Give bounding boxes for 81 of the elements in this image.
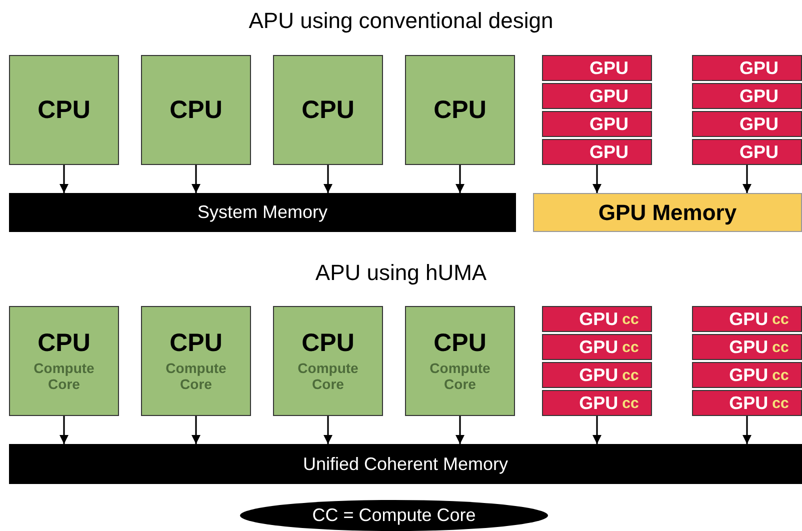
arrow	[60, 416, 68, 444]
node-label: GPU	[589, 115, 628, 133]
memory-bar	[533, 193, 802, 232]
node-label: CPU	[170, 98, 222, 122]
arrow	[742, 416, 752, 444]
node-sublabel: cc	[772, 340, 789, 354]
node-label: CPU	[302, 98, 354, 122]
gpu-box	[692, 55, 802, 81]
gpu-box	[692, 139, 802, 165]
cpu-box	[273, 306, 383, 416]
memory-bar	[9, 444, 802, 484]
gpu-box	[692, 390, 802, 416]
arrow	[192, 416, 200, 444]
arrow	[60, 165, 68, 193]
memory-bar	[9, 193, 516, 232]
node-label: CC = Compute Core	[312, 504, 476, 527]
gpu-box	[542, 306, 652, 332]
section-heading: APU using conventional design	[248, 7, 554, 35]
cpu-box	[405, 306, 515, 416]
node-label: CPU	[38, 98, 90, 122]
node-label: GPU	[729, 366, 768, 384]
node-label: CPU	[38, 330, 90, 356]
node-label: GPU Memory	[598, 199, 737, 227]
arrow	[192, 165, 200, 193]
cpu-box	[9, 55, 119, 165]
gpu-box	[542, 334, 652, 360]
gpu-box	[692, 334, 802, 360]
gpu-box	[542, 390, 652, 416]
node-sublabel: Compute Core	[296, 360, 360, 392]
node-label: GPU	[589, 143, 628, 161]
node-sublabel: cc	[622, 368, 639, 382]
node-sublabel: cc	[622, 312, 639, 326]
node-sublabel: cc	[622, 396, 639, 410]
cpu-box	[141, 306, 251, 416]
cpu-box	[141, 55, 251, 165]
gpu-box	[692, 83, 802, 109]
arrow	[742, 165, 752, 193]
node-label: GPU	[589, 87, 628, 105]
arrow	[592, 165, 602, 193]
gpu-box	[542, 111, 652, 137]
node-label: GPU	[739, 87, 778, 105]
node-sublabel: Compute Core	[164, 360, 228, 392]
node-label: GPU	[579, 394, 618, 412]
node-sublabel: cc	[622, 340, 639, 354]
cpu-box	[405, 55, 515, 165]
node-label: GPU	[729, 338, 768, 356]
node-label: CPU	[170, 330, 222, 356]
cpu-box	[273, 55, 383, 165]
node-label: CPU	[434, 98, 486, 122]
node-label: CPU	[302, 330, 354, 356]
node-label: GPU	[579, 310, 618, 328]
node-label: GPU	[739, 59, 778, 77]
arrow	[592, 416, 602, 444]
node-label: GPU	[739, 115, 778, 133]
node-sublabel: Compute Core	[428, 360, 492, 392]
node-label: GPU	[729, 394, 768, 412]
node-label: Unified Coherent Memory	[302, 452, 508, 476]
gpu-box	[542, 139, 652, 165]
arrow	[324, 416, 332, 444]
arrow	[324, 165, 332, 193]
node-sublabel: cc	[772, 368, 789, 382]
gpu-box	[692, 111, 802, 137]
gpu-box	[692, 362, 802, 388]
gpu-box	[542, 362, 652, 388]
node-label: GPU	[589, 59, 628, 77]
node-label: GPU	[739, 143, 778, 161]
gpu-box	[692, 306, 802, 332]
node-label: GPU	[729, 310, 768, 328]
node-label: CPU	[434, 330, 486, 356]
section-heading: APU using hUMA	[315, 259, 487, 287]
arrow	[456, 416, 464, 444]
node-sublabel: cc	[772, 396, 789, 410]
node-sublabel: Compute Core	[32, 360, 96, 392]
gpu-box	[542, 55, 652, 81]
node-label: GPU	[579, 366, 618, 384]
node-label: GPU	[579, 338, 618, 356]
cpu-box	[9, 306, 119, 416]
gpu-box	[542, 83, 652, 109]
arrow	[456, 165, 464, 193]
node-label: System Memory	[197, 201, 328, 224]
node-sublabel: cc	[772, 312, 789, 326]
